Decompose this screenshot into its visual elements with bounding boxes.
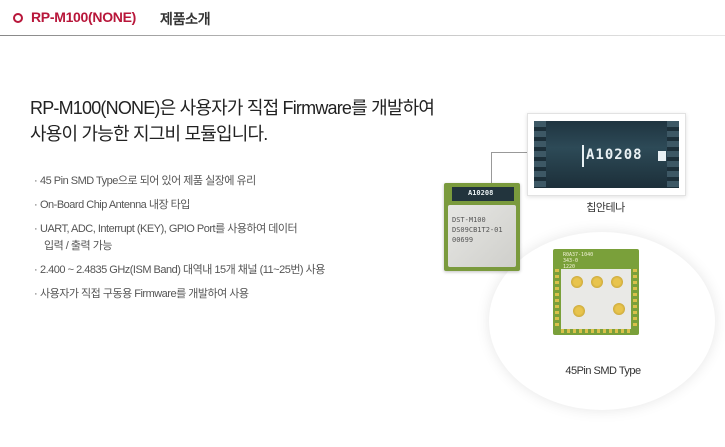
module-caption: 45Pin SMD Type xyxy=(565,365,641,377)
bullet-dot: · xyxy=(34,199,38,211)
feature-item: · 2.400 ~ 2.4835 GHz(ISM Band) 대역내 15개 채… xyxy=(34,264,394,277)
header-divider xyxy=(0,35,725,36)
circle-bullet-icon xyxy=(13,13,23,23)
shield-can-text: DS09CB1T2-01 xyxy=(452,226,503,234)
headline-line-1: RP-M100(NONE)은 사용자가 직접 Firmware를 개발하여 xyxy=(30,98,435,118)
module-edge-pads-bottom xyxy=(561,329,631,333)
antenna-marking-bar xyxy=(582,145,584,167)
product-model-title: RP-M100(NONE) xyxy=(31,9,137,25)
module-silkscreen: R0A37-1040 343-0 1220 xyxy=(563,252,593,270)
gold-pad xyxy=(573,305,585,317)
gold-pad xyxy=(613,303,625,315)
gold-pad xyxy=(571,276,583,288)
module-edge-pads-left xyxy=(555,269,559,329)
bullet-dot: · xyxy=(34,288,38,300)
bullet-dot: · xyxy=(34,175,38,187)
module-antenna-marking: A10208 xyxy=(468,189,494,197)
feature-text: UART, ADC, Interrupt (KEY), GPIO Port를 사… xyxy=(40,223,298,235)
section-title: 제품소개 xyxy=(160,11,211,27)
module-edge-pads-right xyxy=(633,269,637,329)
feature-item: · UART, ADC, Interrupt (KEY), GPIO Port를… xyxy=(34,223,394,253)
module-ground-plane xyxy=(561,269,631,329)
silkscreen-text: 343-0 xyxy=(563,258,579,264)
shield-can-text: 00699 xyxy=(452,236,474,244)
feature-item: · On-Board Chip Antenna 내장 타입 xyxy=(34,199,394,212)
module-top-photo: A10208 DST-M100 DS09CB1T2-01 00699 xyxy=(444,183,520,271)
antenna-pad-right xyxy=(667,121,679,188)
feature-text-continuation: 입력 / 출력 가능 xyxy=(44,240,112,252)
chip-antenna-photo: A10208 xyxy=(527,113,686,196)
chip-antenna-image: A10208 xyxy=(534,121,679,188)
shield-can-text: DST-M100 xyxy=(452,216,486,224)
feature-text: On-Board Chip Antenna 내장 타입 xyxy=(40,199,190,211)
feature-item: · 45 Pin SMD Type으로 되어 있어 제품 실장에 유리 xyxy=(34,175,394,188)
feature-item: · 사용자가 직접 구동용 Firmware를 개발하여 사용 xyxy=(34,288,394,301)
silkscreen-text: R0A37-1040 xyxy=(563,252,594,258)
bullet-dot: · xyxy=(34,264,38,276)
bullet-dot: · xyxy=(34,223,38,235)
silkscreen-text: 1220 xyxy=(563,264,576,270)
headline-line-2: 사용이 가능한 지그비 모듈입니다. xyxy=(30,124,268,144)
section-header: RP-M100(NONE) 제품소개 xyxy=(0,0,725,36)
chip-antenna-caption: 칩안테나 xyxy=(586,202,625,214)
product-headline: RP-M100(NONE)은 사용자가 직접 Firmware를 개발하여 사용… xyxy=(30,95,470,147)
module-antenna-strip: A10208 xyxy=(452,187,514,201)
antenna-marking-square xyxy=(658,151,666,161)
antenna-chip-marking: A10208 xyxy=(586,147,643,163)
module-shield-can: DST-M100 DS09CB1T2-01 00699 xyxy=(448,205,516,267)
feature-text: 2.400 ~ 2.4835 GHz(ISM Band) 대역내 15개 채널 … xyxy=(40,264,325,276)
gold-pad xyxy=(591,276,603,288)
gold-pad xyxy=(611,276,623,288)
module-bottom-photo: R0A37-1040 343-0 1220 xyxy=(553,249,639,335)
feature-text: 45 Pin SMD Type으로 되어 있어 제품 실장에 유리 xyxy=(40,175,256,187)
feature-text: 사용자가 직접 구동용 Firmware를 개발하여 사용 xyxy=(40,288,249,300)
antenna-pad-left xyxy=(534,121,546,188)
callout-leader-line xyxy=(491,152,528,185)
feature-list: · 45 Pin SMD Type으로 되어 있어 제품 실장에 유리 · On… xyxy=(34,175,394,312)
